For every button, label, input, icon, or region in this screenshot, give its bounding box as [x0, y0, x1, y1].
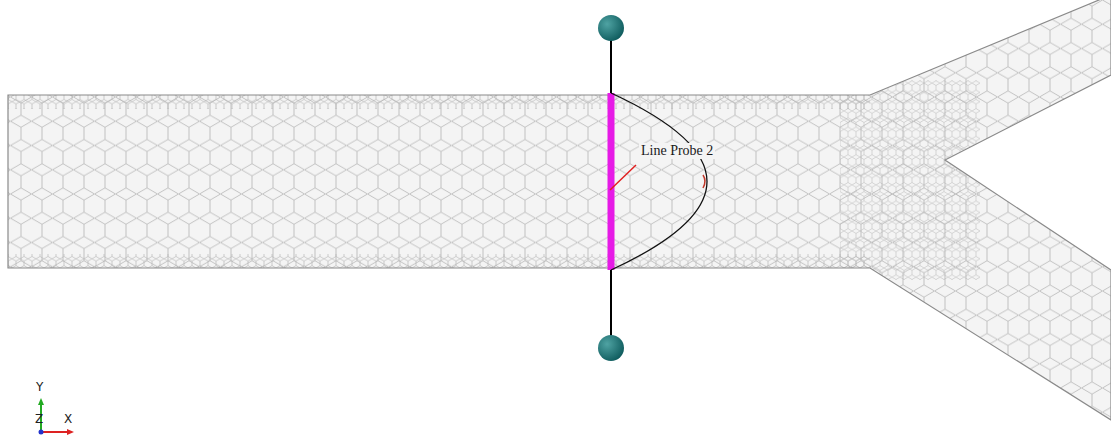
axis-label: Z	[35, 413, 43, 425]
probe-handle	[598, 15, 624, 41]
probe-handle	[598, 335, 624, 361]
leader-line	[610, 165, 636, 190]
velocity-profile	[611, 93, 707, 270]
axis-x-head	[67, 429, 74, 435]
axis-y-head	[38, 398, 44, 405]
axis-label: Y	[36, 381, 43, 393]
line-probe	[608, 93, 615, 270]
probe-label: Line Probe 2	[639, 143, 715, 159]
axis-x	[41, 431, 70, 433]
mesh-region	[0, 0, 1111, 430]
profile-marker	[703, 175, 705, 188]
axis-z	[39, 430, 44, 435]
pipe-outline	[8, 0, 1111, 420]
axis-label: X	[64, 413, 72, 425]
